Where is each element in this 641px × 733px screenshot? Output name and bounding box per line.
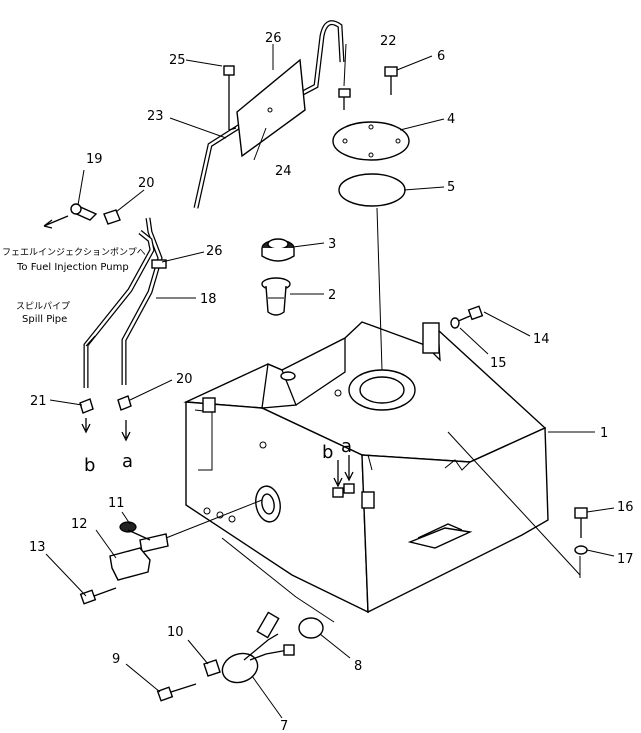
label-part-23: 23 — [147, 109, 164, 124]
label-a-left: a — [122, 451, 133, 472]
o-ring-8 — [298, 617, 324, 639]
washer-15 — [450, 317, 460, 329]
label-part-3: 3 — [328, 237, 336, 252]
port-b — [332, 487, 344, 498]
label-part-2: 2 — [328, 288, 336, 303]
nut-20-bottom — [117, 395, 132, 411]
label-part-5: 5 — [447, 180, 455, 195]
arrow-b-left — [81, 418, 91, 434]
label-part-1: 1 — [600, 426, 608, 441]
fitting-19 — [70, 203, 98, 221]
label-part-14: 14 — [533, 332, 550, 347]
label-part-9: 9 — [112, 652, 120, 667]
label-part-7: 7 — [280, 719, 288, 733]
bolt-16 — [574, 507, 588, 538]
label-part-8: 8 — [354, 659, 362, 674]
label-part-6: 6 — [437, 49, 445, 64]
tank-cap — [261, 238, 295, 262]
bolt-22 — [338, 88, 351, 110]
arrow-b-tank — [333, 460, 343, 488]
label-part-19: 19 — [86, 152, 103, 167]
fuel-tank — [183, 321, 549, 614]
label-part-20-bottom: 20 — [176, 372, 193, 387]
drain-valve — [119, 521, 169, 553]
label-part-13: 13 — [29, 540, 46, 555]
spill-pipe-label-en: Spill Pipe — [22, 314, 67, 325]
bolt-6 — [384, 66, 398, 95]
label-part-26-top: 26 — [265, 31, 282, 46]
label-a-tank: a — [341, 436, 352, 457]
connection-letters: b a b a — [84, 436, 352, 476]
gasket-ring — [338, 173, 406, 207]
bolt-9 — [156, 683, 197, 702]
spill-pipe-label-jp: スピルパイプ — [16, 301, 70, 312]
annotations: フェエルインジェクションポンプへ To Fuel Injection Pump … — [2, 247, 146, 325]
nut-21 — [79, 398, 94, 414]
nut-20-top — [103, 209, 121, 225]
label-part-21: 21 — [30, 394, 47, 409]
label-part-20-top: 20 — [138, 176, 155, 191]
label-part-24: 24 — [275, 164, 292, 179]
fuel-gauge — [221, 611, 295, 684]
part-number-labels: 1 2 3 4 5 6 7 8 9 10 11 12 13 14 15 16 1… — [29, 31, 634, 733]
label-part-22: 22 — [380, 34, 397, 49]
leader-lines — [45, 43, 615, 719]
label-part-11: 11 — [108, 496, 125, 511]
fuel-pump-label-jp: フェエルインジェクションポンプへ — [2, 247, 146, 258]
label-part-10: 10 — [167, 625, 184, 640]
label-b-tank: b — [322, 442, 333, 463]
label-part-26-pipe: 26 — [206, 244, 223, 259]
arrow-a-left — [121, 420, 131, 442]
arrow-a-tank — [344, 455, 354, 482]
label-part-16: 16 — [617, 500, 634, 515]
washer-17 — [574, 545, 588, 555]
bolt-14 — [455, 305, 484, 323]
fuel-pipes — [83, 217, 167, 388]
label-part-25: 25 — [169, 53, 186, 68]
label-part-17: 17 — [617, 552, 634, 567]
breather-pipe — [193, 20, 345, 209]
label-part-18: 18 — [200, 292, 217, 307]
port-a — [343, 483, 355, 494]
fuel-pump-label-en: To Fuel Injection Pump — [16, 262, 129, 273]
label-b-left: b — [84, 455, 95, 476]
label-part-4: 4 — [447, 112, 455, 127]
bracket-12 — [109, 547, 151, 581]
strainer — [261, 277, 291, 316]
label-part-12: 12 — [71, 517, 88, 532]
gauge-cover — [332, 121, 410, 161]
label-part-15: 15 — [490, 356, 507, 371]
right-bracket — [422, 322, 440, 354]
arrow-to-pump — [43, 215, 69, 229]
